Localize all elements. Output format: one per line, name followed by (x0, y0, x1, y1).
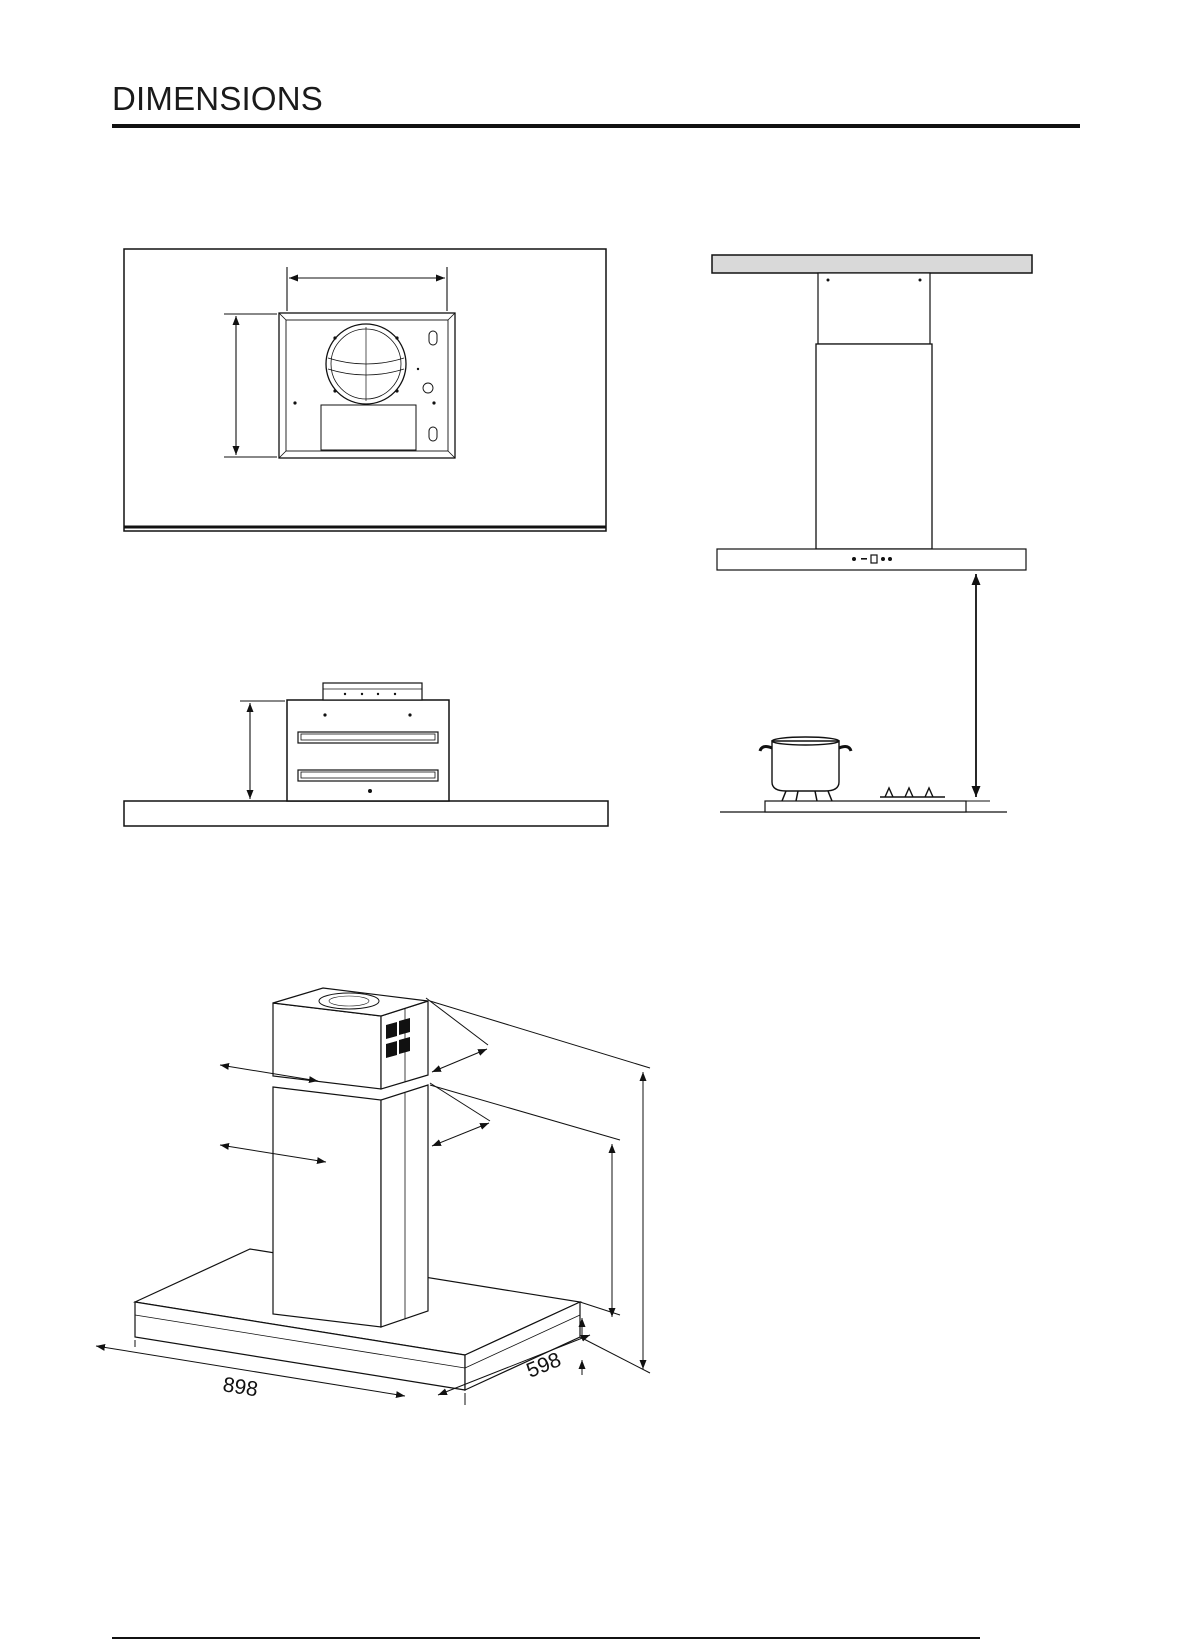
lower-chimney (273, 1085, 428, 1327)
cooking-pot-icon (760, 737, 851, 801)
plate-width-dimension (287, 267, 447, 311)
width-dimension-label: 898 (221, 1373, 259, 1401)
plate-screw-holes (293, 336, 435, 404)
plate-depth-dimension (224, 314, 277, 457)
mounting-plate (279, 313, 455, 458)
page-title: DIMENSIONS (112, 80, 323, 118)
burner-icon (880, 788, 945, 797)
footer-rule (112, 1637, 980, 1639)
ceiling-bracket-side-view (120, 670, 612, 830)
title-underline (112, 124, 1080, 128)
hood-isometric-view: 898 598 (90, 965, 690, 1415)
front-elevation-with-hob (700, 245, 1040, 825)
bracket-height-dimension (240, 701, 285, 799)
ceiling-plate-top-view (120, 245, 612, 535)
